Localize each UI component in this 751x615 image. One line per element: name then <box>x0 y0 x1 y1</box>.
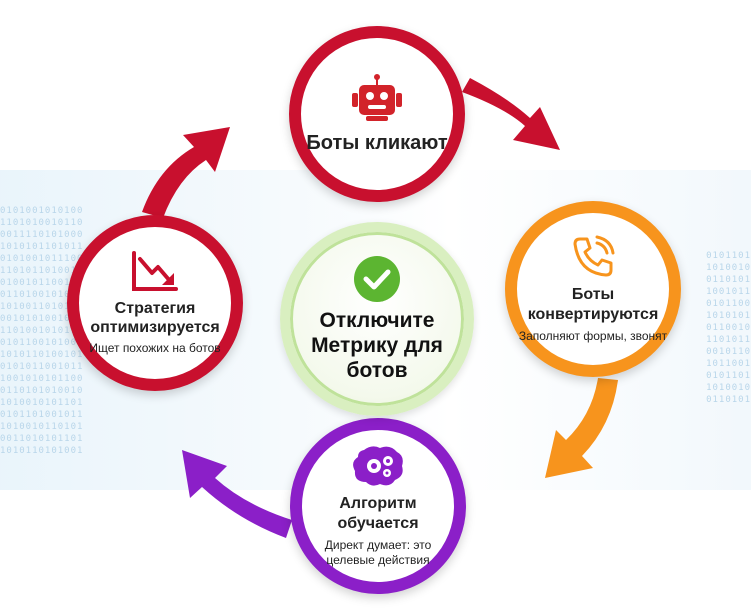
arrow-left-to-top <box>142 127 230 218</box>
center-title: Отключите Метрику для ботов <box>311 308 443 382</box>
step-title: Боты конвертируются <box>527 285 659 323</box>
checkmark-icon <box>354 255 400 302</box>
center-call-to-action: Отключите Метрику для ботов <box>280 222 474 416</box>
binary-line: 1010010110101 <box>0 422 84 432</box>
binary-line: 0010101001011 <box>0 314 84 324</box>
binary-line: 0101011001011 <box>0 362 84 372</box>
binary-line: 0101101001011 <box>0 410 84 420</box>
step-subtitle: Заполняют формы, звонят <box>518 328 668 343</box>
binary-line: 1101010010110 <box>0 218 84 228</box>
binary-line: 1101001010110 <box>0 326 84 336</box>
step-bots-click: Боты кликают <box>289 26 465 202</box>
binary-line: 0011110101000 <box>0 230 84 240</box>
declining-chart-icon <box>132 250 178 291</box>
binary-line: 0110101010010 <box>0 386 84 396</box>
binary-code-decoration-left: 0101001010100 1101010010110 0011110101000 1… <box>0 205 120 457</box>
step-title: Боты кликают <box>306 132 448 154</box>
binary-line: 0101101 <box>706 251 751 261</box>
binary-line: 0101001010100 <box>0 206 84 216</box>
binary-line: 0110010 <box>706 323 751 333</box>
brain-gears-icon <box>353 446 403 486</box>
arrow-right-to-bottom <box>545 378 618 478</box>
phone-icon <box>573 235 615 276</box>
step-title: Стратегия оптимизируется <box>90 299 220 336</box>
binary-line: 0100101100101 <box>0 278 84 288</box>
step-strategy-optimizes: Стратегия оптимизируется Ищет похожих на… <box>67 215 243 391</box>
arrow-top-to-right <box>462 78 560 150</box>
binary-line: 0101100 <box>706 299 751 309</box>
arrow-bottom-to-left <box>182 450 292 538</box>
binary-line: 1010110101001 <box>0 446 84 456</box>
binary-line: 1010010101101 <box>0 398 84 408</box>
binary-line: 0011010101101 <box>0 434 84 444</box>
robot-icon <box>352 74 402 121</box>
binary-line: 1101011010010 <box>0 266 84 276</box>
binary-line: 0010110 <box>706 347 751 357</box>
binary-line: 1010010 <box>706 263 751 273</box>
step-subtitle: Ищет похожих на ботов <box>89 340 221 355</box>
step-bots-convert: Боты конвертируются Заполняют формы, зво… <box>505 201 681 377</box>
binary-line: 1010101101011 <box>0 242 84 252</box>
binary-line: 1011001 <box>706 359 751 369</box>
binary-line: 0101100101001 <box>0 338 84 348</box>
binary-line: 0101101 <box>706 371 751 381</box>
step-subtitle: Директ думает: это целевые действия <box>324 538 432 567</box>
step-title: Алгоритм обучается <box>337 495 419 532</box>
binary-line: 1010011010101 <box>0 302 84 312</box>
binary-code-decoration-right: 0101101 1010010 0110101 1001011 0101100 10101… <box>661 250 751 406</box>
binary-line: 1001010101100 <box>0 374 84 384</box>
binary-line: 0110101 <box>706 395 751 405</box>
step-algorithm-learns: Алгоритм обучается Директ думает: это це… <box>290 418 466 594</box>
binary-line: 0110101 <box>706 275 751 285</box>
binary-line: 1010010 <box>706 383 751 393</box>
binary-line: 1001011 <box>706 287 751 297</box>
binary-line: 1101011 <box>706 335 751 345</box>
binary-line: 0110100101011 <box>0 290 84 300</box>
binary-line: 0101001011100 <box>0 254 84 264</box>
binary-line: 1010101 <box>706 311 751 321</box>
binary-line: 1010110100101 <box>0 350 84 360</box>
